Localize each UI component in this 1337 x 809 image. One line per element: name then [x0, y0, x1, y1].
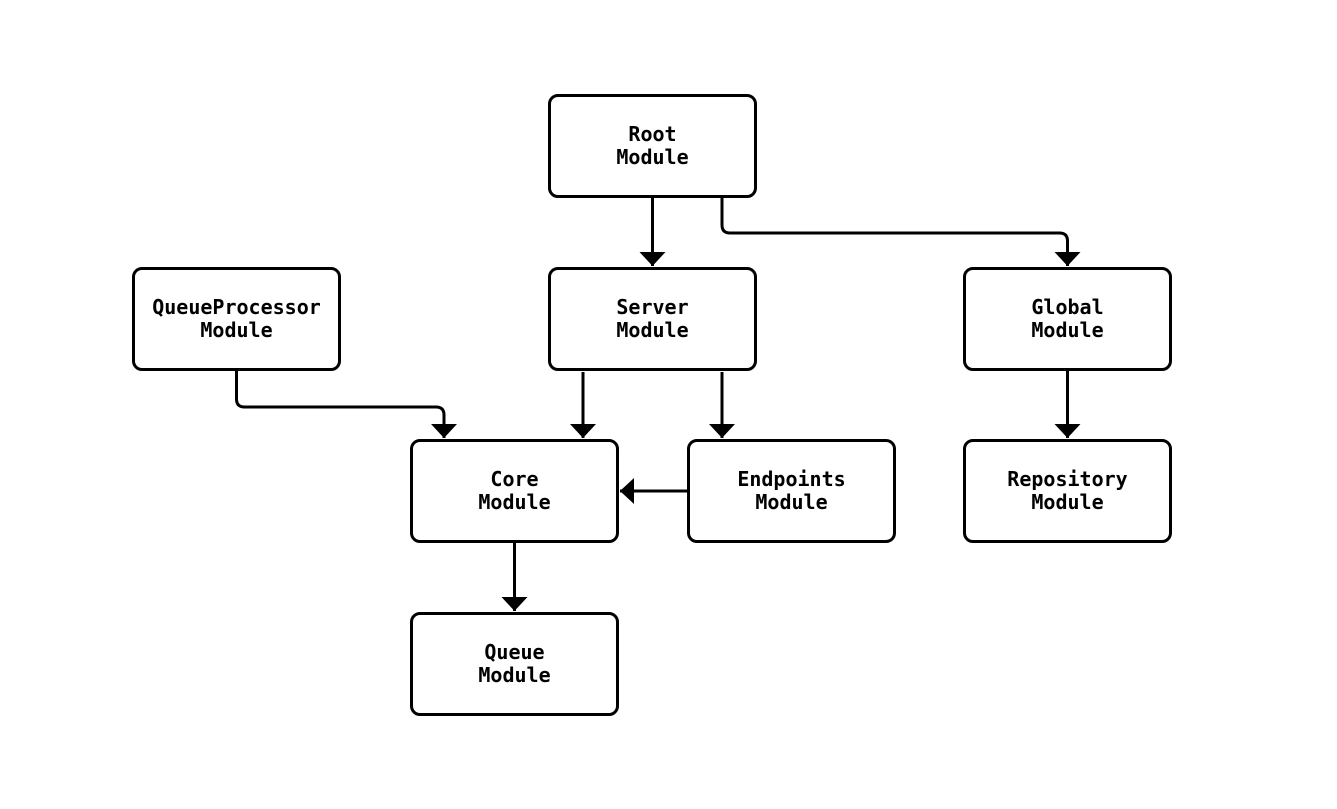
queue-module-label-line2: Module [478, 663, 551, 687]
endpoints-module-label-line2: Module [755, 490, 828, 514]
global-module-label-line2: Module [1031, 318, 1104, 342]
edge-queueprocessor-to-core [235, 371, 457, 438]
core-module-label-line1: Core [490, 467, 539, 491]
repository-module-label-line2: Module [1031, 490, 1104, 514]
server-module-label-line1: Server [616, 295, 689, 319]
root-module-label-line2: Module [616, 145, 689, 169]
node-endpoints-module: Endpoints Module [687, 439, 896, 543]
root-module-label-line1: Root [628, 122, 677, 146]
node-core-module: Core Module [410, 439, 619, 543]
node-server-module: Server Module [548, 267, 757, 371]
core-module-label-line2: Module [478, 490, 551, 514]
edge-root-to-global [720, 198, 1081, 266]
node-root-module: Root Module [548, 94, 757, 198]
node-queue-module: Queue Module [410, 612, 619, 716]
queue-module-label-line1: Queue [484, 640, 545, 664]
node-repository-module: Repository Module [963, 439, 1172, 543]
endpoints-module-label-line1: Endpoints [737, 467, 846, 491]
node-global-module: Global Module [963, 267, 1172, 371]
global-module-label-line1: Global [1031, 295, 1104, 319]
queueprocessor-module-label-line1: QueueProcessor [152, 295, 321, 319]
queueprocessor-module-label-line2: Module [200, 318, 273, 342]
node-queueprocessor-module: QueueProcessor Module [132, 267, 341, 371]
repository-module-label-line1: Repository [1007, 467, 1128, 491]
server-module-label-line2: Module [616, 318, 689, 342]
